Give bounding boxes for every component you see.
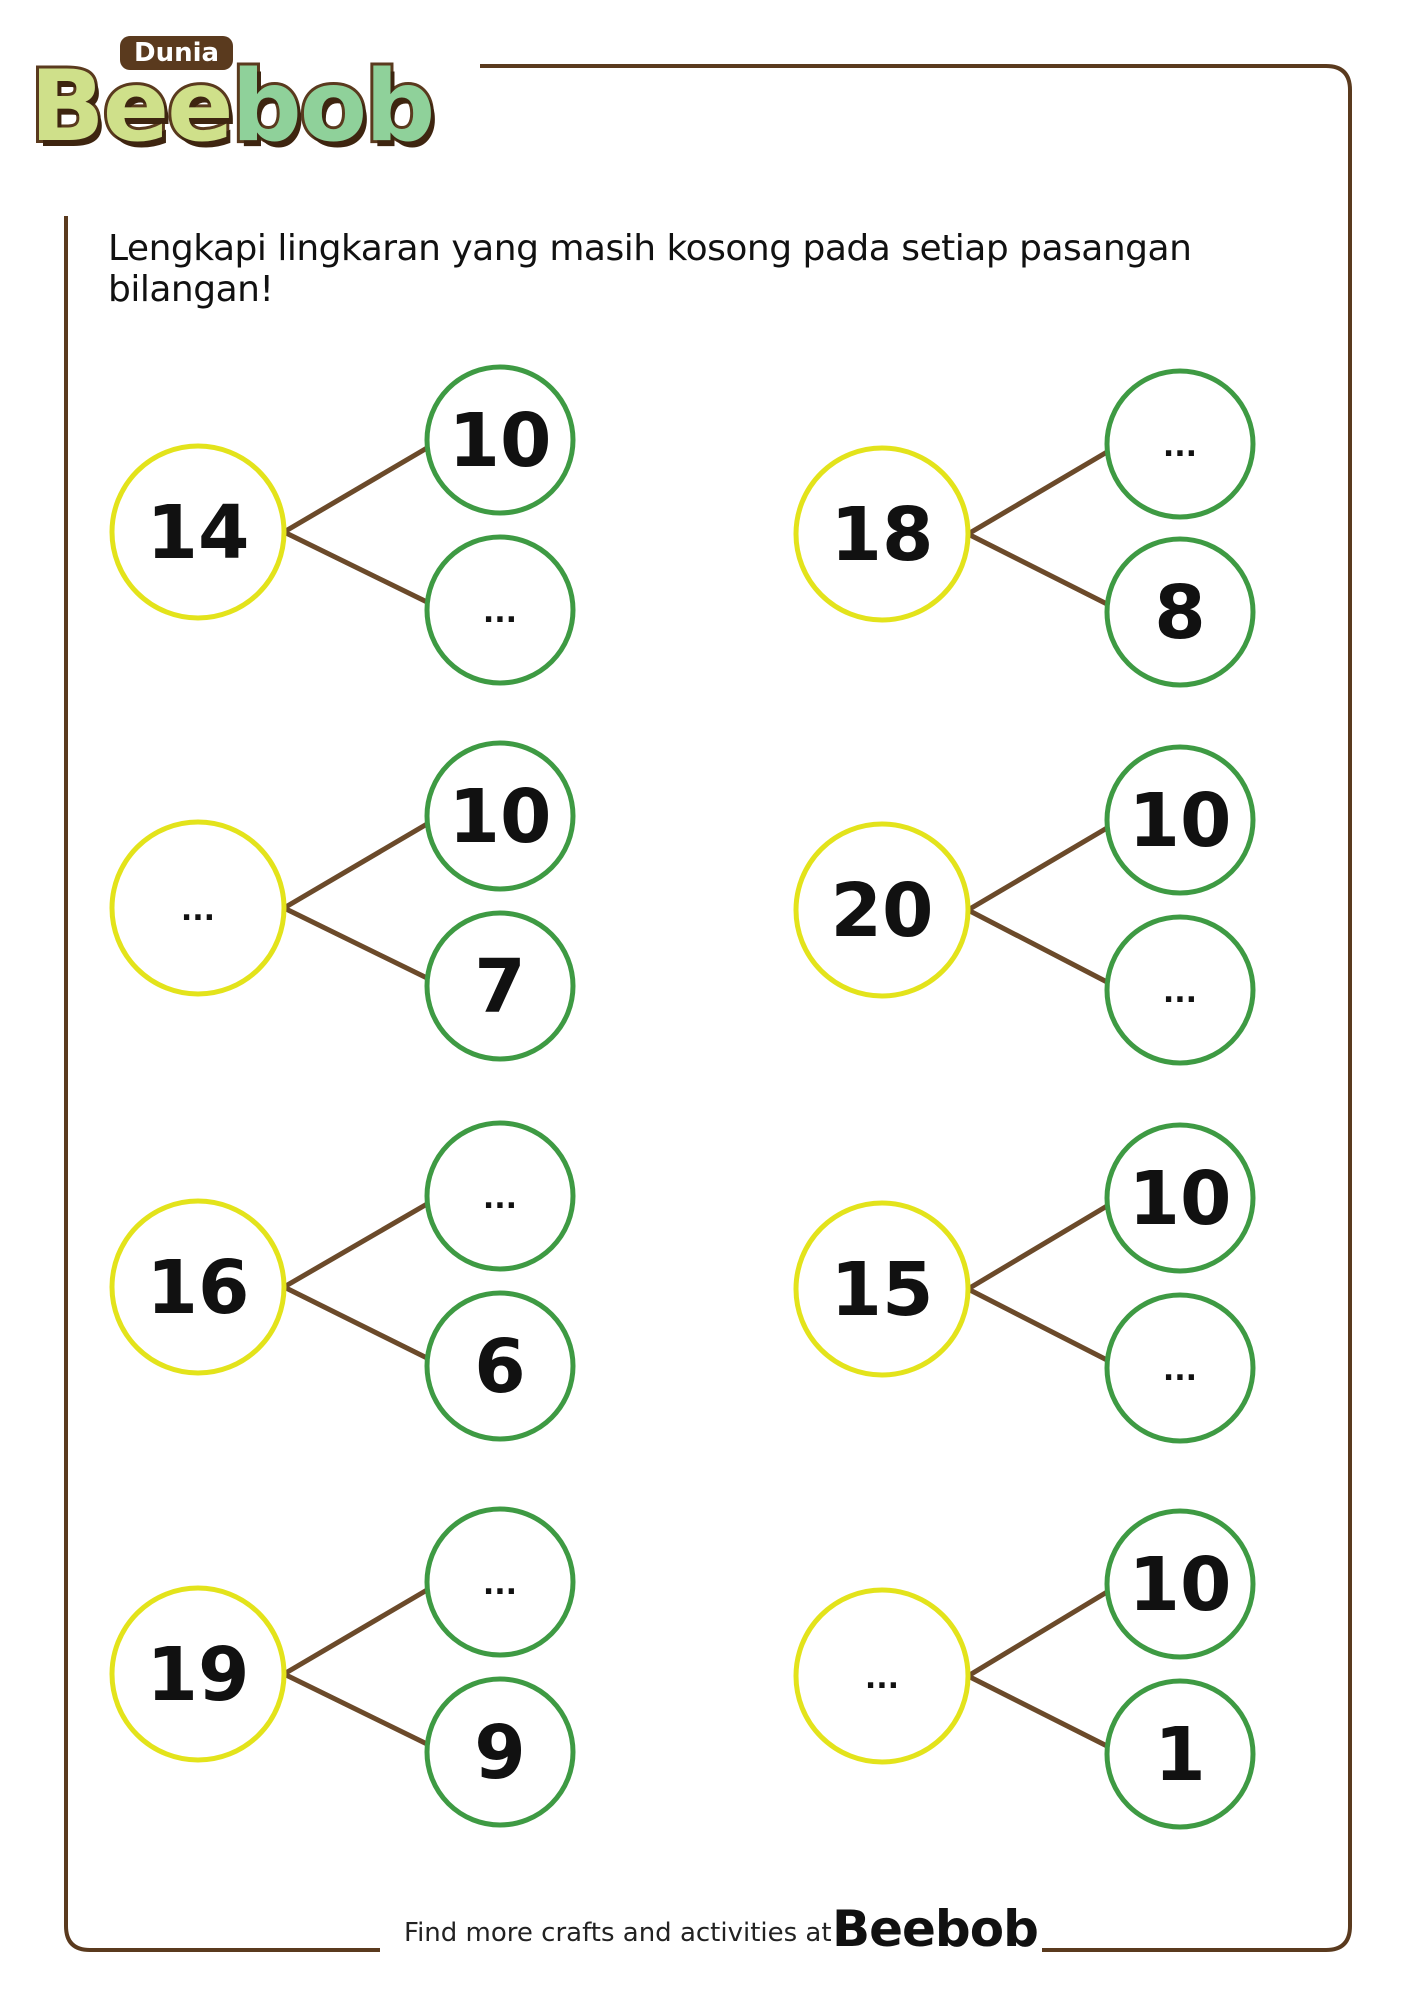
part-value-bottom: 6 <box>474 1324 526 1410</box>
number-bond: 18... 8 <box>793 368 1256 688</box>
whole-circle <box>109 1585 287 1763</box>
part-circle-top[interactable] <box>424 1506 576 1658</box>
whole-circle <box>109 1198 287 1376</box>
logo-wordmark: Beebob <box>27 55 438 159</box>
branch-line-top <box>282 821 429 911</box>
logo-wordmark-bee: Bee <box>27 50 237 164</box>
part-circle-top <box>424 740 576 892</box>
beebob-logo: Dunia Beebob <box>27 30 450 170</box>
number-bond: ... 10 1 <box>793 1508 1256 1830</box>
branch-line-top <box>966 1589 1109 1679</box>
whole-circle <box>793 821 971 999</box>
number-bond: ... 10 7 <box>109 740 576 1062</box>
part-value-top: 10 <box>1129 1156 1232 1242</box>
branch-line-bottom <box>966 1673 1109 1749</box>
whole-value: 14 <box>147 490 250 576</box>
branch-line-bottom <box>282 529 429 605</box>
whole-value: 20 <box>831 868 934 954</box>
number-bond: 20 10... <box>793 744 1256 1066</box>
part-circle-top <box>424 364 576 516</box>
whole-value: 15 <box>831 1247 934 1333</box>
part-circle-bottom <box>424 1290 576 1442</box>
branch-line-top <box>966 449 1109 537</box>
part-value-top: 10 <box>1129 778 1232 864</box>
part-value-bottom: ... <box>1163 975 1197 1010</box>
part-value-top: ... <box>483 1181 517 1216</box>
whole-circle[interactable] <box>793 1587 971 1765</box>
whole-value: 18 <box>831 492 934 578</box>
branch-line-bottom <box>282 1671 429 1747</box>
branch-line-bottom <box>966 907 1109 985</box>
whole-value: 19 <box>147 1632 250 1718</box>
part-value-bottom: 9 <box>474 1710 526 1796</box>
part-value-bottom: 7 <box>474 944 526 1030</box>
part-value-top: 10 <box>1129 1542 1232 1628</box>
number-bond: 15 10... <box>793 1122 1256 1444</box>
branch-line-bottom <box>282 1284 429 1361</box>
whole-circle <box>793 445 971 623</box>
footer-text: Find more crafts and activities at <box>404 1918 832 1948</box>
branch-line-bottom <box>966 531 1109 607</box>
branch-line-bottom <box>282 905 429 981</box>
part-circle-bottom[interactable] <box>424 534 576 686</box>
part-circle-top <box>1104 1508 1256 1660</box>
footer-brand-logo: Beebob <box>832 1900 1039 1958</box>
number-bond: 19... 9 <box>109 1506 576 1828</box>
logo-dunia-label: Dunia <box>120 36 234 70</box>
number-bond: 14 10... <box>109 364 576 686</box>
branch-line-top <box>966 1203 1109 1292</box>
whole-circle <box>109 443 287 621</box>
branch-line-top <box>282 1201 429 1290</box>
part-value-bottom: 8 <box>1154 570 1206 656</box>
whole-circle <box>793 1200 971 1378</box>
whole-value: 16 <box>147 1245 250 1331</box>
whole-value: ... <box>865 1661 899 1696</box>
logo-wordmark-bob: bob <box>229 50 439 164</box>
part-value-bottom: 1 <box>1154 1712 1206 1798</box>
instruction-text: Lengkapi lingkaran yang masih kosong pad… <box>108 228 1192 310</box>
part-value-bottom: ... <box>1163 1353 1197 1388</box>
branch-line-top <box>966 825 1109 913</box>
part-circle-top <box>1104 744 1256 896</box>
part-circle-bottom[interactable] <box>1104 914 1256 1066</box>
part-circle-top[interactable] <box>424 1120 576 1272</box>
part-circle-bottom <box>1104 536 1256 688</box>
part-circle-bottom[interactable] <box>1104 1292 1256 1444</box>
part-circle-top[interactable] <box>1104 368 1256 520</box>
whole-value: ... <box>181 893 215 928</box>
part-value-top: 10 <box>449 398 552 484</box>
part-value-top: 10 <box>449 774 552 860</box>
part-circle-top <box>1104 1122 1256 1274</box>
branch-line-bottom <box>966 1286 1109 1363</box>
part-circle-bottom <box>424 910 576 1062</box>
part-circle-bottom <box>1104 1678 1256 1830</box>
number-bond: 16... 6 <box>109 1120 576 1442</box>
part-circle-bottom <box>424 1676 576 1828</box>
part-value-top: ... <box>1163 429 1197 464</box>
branch-line-top <box>282 445 429 535</box>
part-value-bottom: ... <box>483 595 517 630</box>
whole-circle[interactable] <box>109 819 287 997</box>
part-value-top: ... <box>483 1567 517 1602</box>
branch-line-top <box>282 1587 429 1677</box>
